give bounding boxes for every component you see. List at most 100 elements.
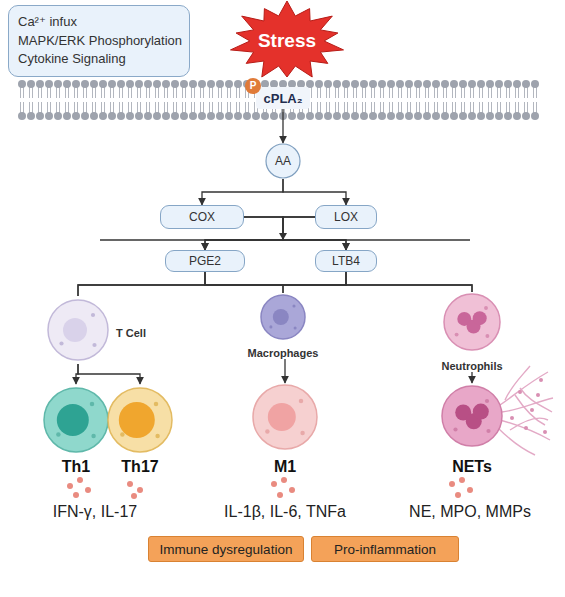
- enzyme-box: COX: [160, 205, 244, 229]
- net-granule: [518, 390, 522, 394]
- net-fiber: [500, 372, 548, 405]
- node-text: Pro-inflammation: [334, 542, 436, 557]
- cytokine-dot: [467, 487, 473, 493]
- connector-line: [346, 272, 472, 292]
- cell-nucleus: [57, 404, 89, 436]
- cell-body: [108, 388, 172, 452]
- node-text: MAPK/ERK Phosphorylation: [18, 32, 182, 51]
- net-granule: [539, 378, 543, 382]
- text-holder: Th1: [40, 384, 112, 476]
- cytokine-dot: [289, 487, 295, 493]
- lipid-head: [90, 112, 98, 120]
- lipid-head: [72, 112, 80, 120]
- cell-granule: [485, 334, 489, 338]
- lipid-head: [144, 112, 152, 120]
- lipid-head: [162, 112, 170, 120]
- cytokine-dot: [137, 487, 143, 493]
- lipid-head: [54, 80, 62, 88]
- lipid-head: [306, 112, 314, 120]
- starburst-outline: [231, 1, 344, 77]
- net-granule: [510, 416, 514, 420]
- cell-body: [253, 385, 317, 449]
- outcome-box: Pro-inflammation: [311, 536, 459, 562]
- lipid-head: [531, 80, 539, 88]
- cell-granule: [455, 333, 459, 337]
- node-text: Th17: [121, 458, 158, 476]
- node-text: Th1: [62, 458, 90, 476]
- lipid-head: [153, 80, 161, 88]
- connector-line: [78, 364, 140, 384]
- cytokine-label: IFN-γ, IL-17: [10, 503, 180, 521]
- cytokine-dot: [85, 487, 91, 493]
- lipid-head: [207, 112, 215, 120]
- lipid-head: [378, 112, 386, 120]
- node-text: T Cell: [116, 327, 146, 339]
- connector-line: [205, 272, 472, 292]
- cell-granule: [155, 434, 159, 438]
- connector-line: [282, 109, 283, 143]
- lipid-head: [414, 112, 422, 120]
- cell-granule: [91, 434, 95, 438]
- cell-granule: [91, 313, 95, 317]
- lipid-head: [351, 80, 359, 88]
- lipid-head: [234, 112, 242, 120]
- lipid-head: [396, 112, 404, 120]
- lipid-head: [270, 112, 278, 120]
- cell-granule: [120, 432, 124, 436]
- lipid-head: [180, 80, 188, 88]
- lipid-head: [189, 80, 197, 88]
- lipid-head: [396, 80, 404, 88]
- node-text: Cytokine Signaling: [18, 50, 126, 69]
- lipid-head: [432, 80, 440, 88]
- cell-granule: [292, 304, 295, 307]
- lipid-head: [126, 112, 134, 120]
- cell-body: [444, 294, 500, 350]
- lipid-head: [27, 80, 35, 88]
- lipid-head: [99, 112, 107, 120]
- lipid-head: [81, 112, 89, 120]
- node-text: Stress: [258, 30, 316, 52]
- lipid-head: [459, 80, 467, 88]
- lipid-head: [378, 80, 386, 88]
- net-fiber: [498, 428, 535, 455]
- lipid-head: [513, 80, 521, 88]
- lipid-head: [459, 112, 467, 120]
- stress-burst: Stress: [228, 0, 346, 82]
- lipid-head: [252, 112, 260, 120]
- lipid-head: [261, 112, 269, 120]
- cell-nucleus: [119, 402, 155, 438]
- circle-outline: [266, 144, 300, 178]
- text-holder: Stress: [228, 0, 346, 82]
- th17-cell: Th17: [104, 384, 176, 476]
- cell-granule: [299, 399, 303, 403]
- lipid-head: [108, 112, 116, 120]
- lipid-head: [369, 112, 377, 120]
- lipid-head: [90, 80, 98, 88]
- lipid-head: [450, 80, 458, 88]
- cytokine-dot: [459, 477, 465, 483]
- macrophage-cell: Macrophages: [237, 293, 329, 359]
- net-fiber: [502, 398, 553, 412]
- cell-granule: [300, 431, 304, 435]
- net-granule: [536, 393, 540, 397]
- net-granule: [524, 426, 528, 430]
- cell-granule: [59, 341, 63, 345]
- enzyme-label: cPLA₂: [256, 87, 310, 109]
- cell-body: [261, 295, 305, 339]
- text-holder: Pro-inflammation: [312, 537, 458, 561]
- node-text: cPLA₂: [263, 91, 302, 106]
- mediator-box: PGE2: [165, 250, 245, 272]
- node-text: Immune dysregulation: [160, 542, 293, 557]
- lipid-head: [522, 112, 530, 120]
- lipid-head: [243, 112, 251, 120]
- outcome-box: Immune dysregulation: [148, 536, 304, 562]
- lipid-head: [63, 80, 71, 88]
- text-holder: COX: [161, 206, 243, 228]
- phospho-mark: P: [245, 78, 261, 94]
- lipid-head: [387, 80, 395, 88]
- node-text: M1: [274, 458, 296, 476]
- lipid-head: [486, 80, 494, 88]
- lipid-head: [18, 112, 26, 120]
- lipid-head: [36, 112, 44, 120]
